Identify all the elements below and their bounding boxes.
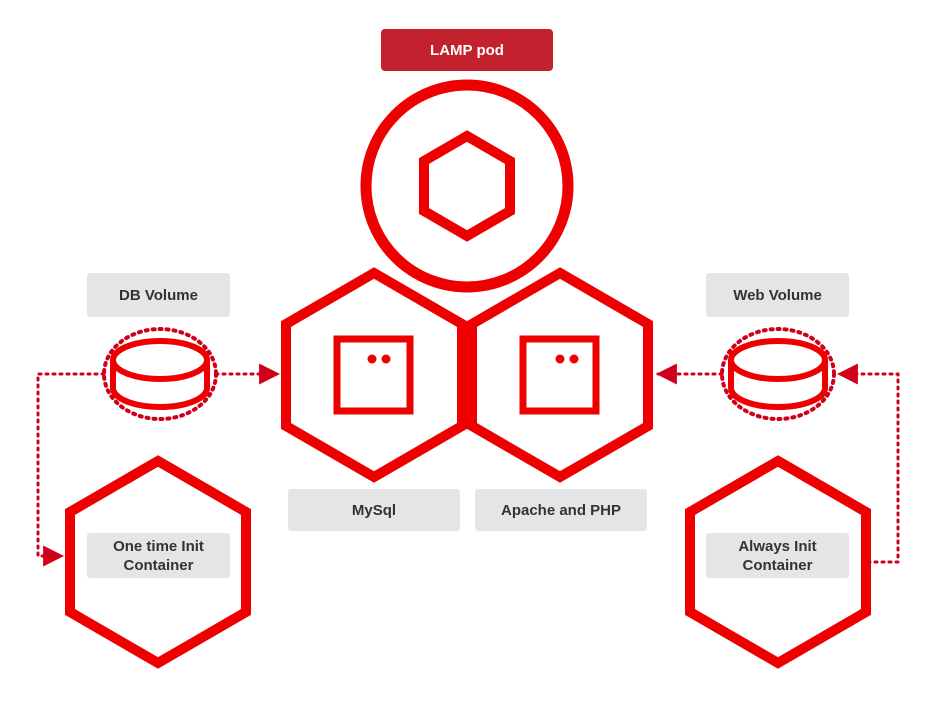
web-volume-icon <box>720 327 836 421</box>
apache-php-container-icon <box>467 267 653 483</box>
web-volume-label: Web Volume <box>706 273 849 317</box>
mysql-label: MySql <box>288 489 460 531</box>
always-init-container-label: Always Init Container <box>706 533 849 578</box>
mysql-container-icon <box>281 267 467 483</box>
db-volume-icon <box>102 327 218 421</box>
pod-label: LAMP pod <box>381 29 553 71</box>
db-volume-label: DB Volume <box>87 273 230 317</box>
one-time-init-container-label: One time Init Container <box>87 533 230 578</box>
pod-icon <box>360 79 574 293</box>
db-volume-to-one-time-init-connector <box>36 372 106 567</box>
apache-php-label: Apache and PHP <box>475 489 647 531</box>
always-init-to-web-volume-connector <box>836 363 900 564</box>
